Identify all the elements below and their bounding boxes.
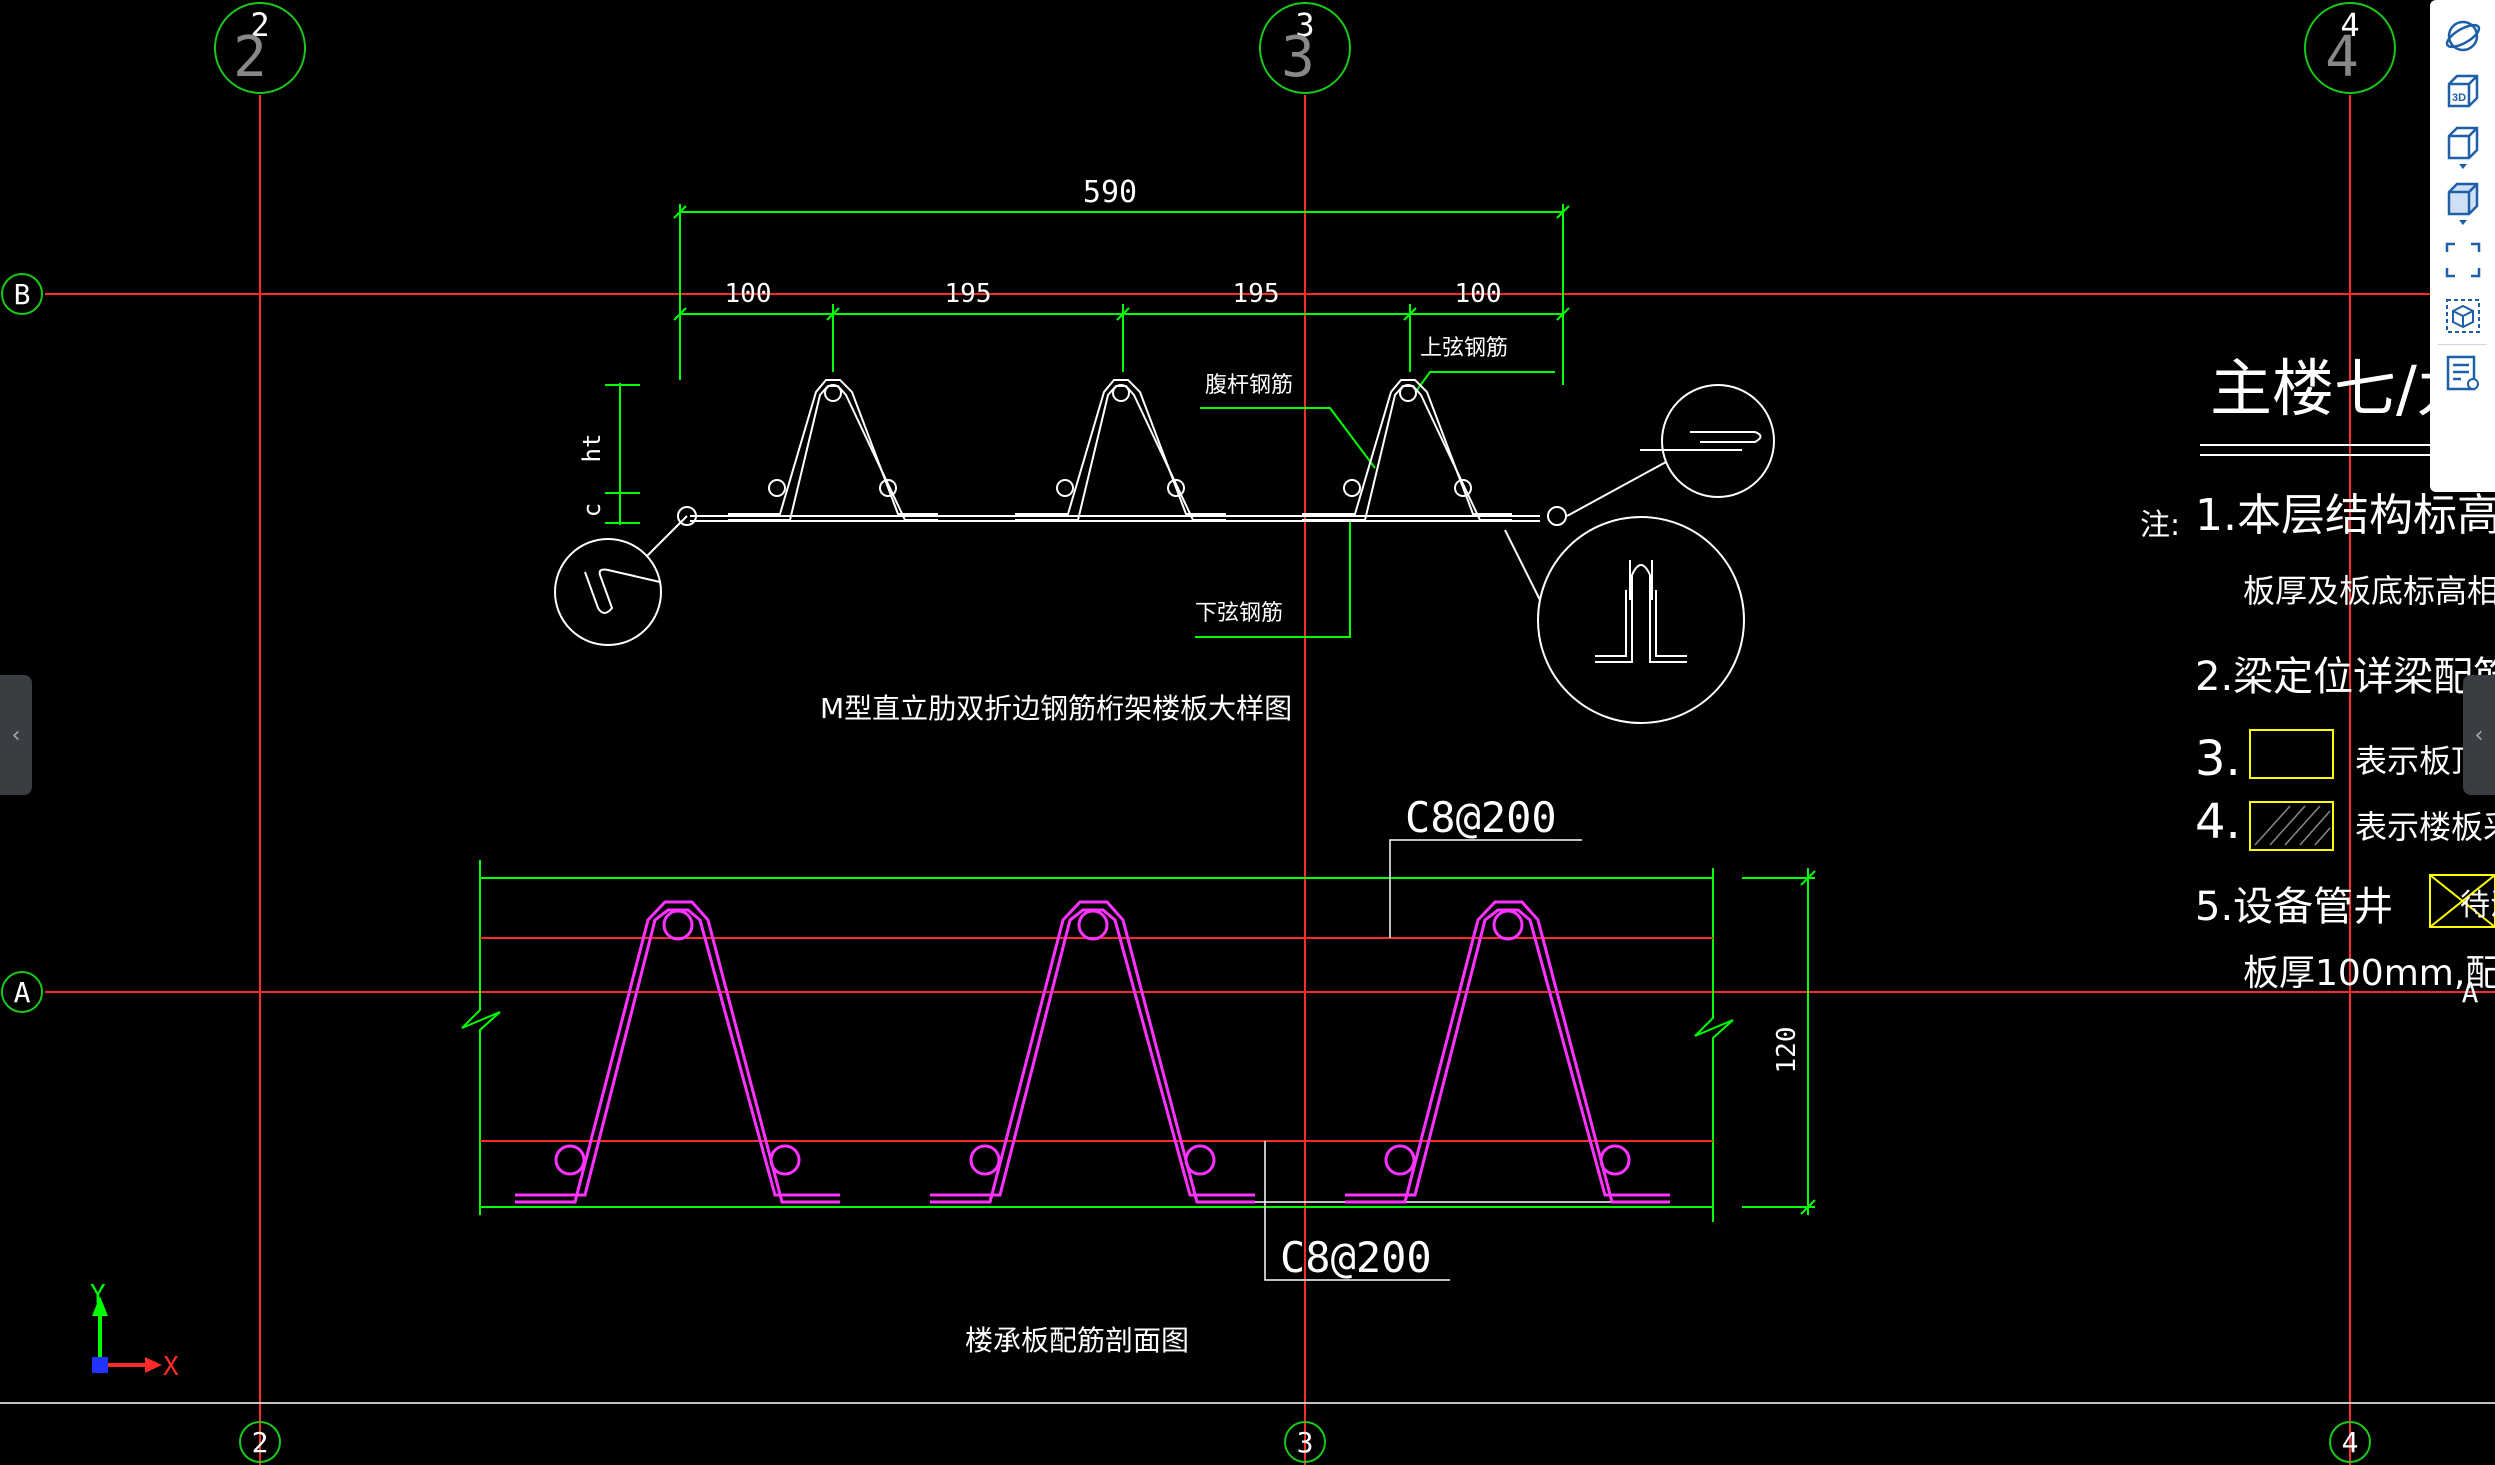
dim-2: 195 bbox=[945, 279, 992, 309]
toolbar-separator bbox=[2438, 344, 2487, 345]
cube-solid-icon bbox=[2447, 182, 2478, 225]
axis-label-2-bottom: 2 bbox=[252, 1426, 269, 1459]
hatch-pattern bbox=[2254, 805, 2331, 846]
note-4-text: 表示楼板采用钢 bbox=[2355, 808, 2495, 846]
height-dim: 120 bbox=[1772, 1027, 1802, 1074]
top-rebar-label: C8@200 bbox=[1405, 793, 1557, 842]
cube-solid-button[interactable] bbox=[2430, 176, 2495, 232]
axis-label-3-large: 3 bbox=[1281, 25, 1315, 90]
view-3d-label: 3D bbox=[2452, 92, 2466, 104]
orbit-button[interactable] bbox=[2430, 8, 2495, 64]
bottom-rebar-label: C8@200 bbox=[1280, 1233, 1432, 1282]
note-3-num: 3. bbox=[2195, 731, 2241, 787]
section-title: 楼承板配筋剖面图 bbox=[965, 1324, 1189, 1357]
chevron-left-icon: ‹ bbox=[2474, 722, 2484, 748]
axis-label-4-small: 4 bbox=[2340, 6, 2359, 44]
chevron-left-icon: ‹ bbox=[11, 722, 21, 748]
axis-label-a-right: A bbox=[2462, 976, 2479, 1009]
dim-total: 590 bbox=[1083, 175, 1137, 210]
axis-label-4-large: 4 bbox=[2325, 25, 2359, 90]
note-5b: 板厚100mm,配筋为双层 bbox=[2243, 953, 2495, 994]
ucs-y: Y bbox=[90, 1280, 106, 1310]
axis-label-3-small: 3 bbox=[1295, 6, 1314, 44]
note-2: 2.梁定位详梁配筋图。 bbox=[2195, 654, 2495, 700]
detail-labels: 上弦钢筋 腹杆钢筋 下弦钢筋 M型直立肋双折边钢筋桁架楼板大样图 bbox=[820, 336, 1508, 725]
detail-dimensions bbox=[605, 204, 1570, 638]
detail-truss bbox=[554, 379, 1775, 724]
fullscreen-icon bbox=[2445, 242, 2480, 278]
label-upper-chord: 上弦钢筋 bbox=[1420, 336, 1508, 361]
section-text: C8@200 C8@200 120 bbox=[1280, 793, 1802, 1282]
axis-bubble-labels: 2 2 3 3 4 4 B A A 2 3 4 bbox=[14, 6, 2479, 1459]
orbit-icon bbox=[2445, 20, 2480, 52]
axis-label-2-small: 2 bbox=[250, 6, 269, 44]
axis-label-4-bottom: 4 bbox=[2342, 1426, 2359, 1459]
cube-view-icon bbox=[2447, 126, 2478, 169]
model-button[interactable] bbox=[2430, 288, 2495, 344]
dim-1: 100 bbox=[725, 279, 772, 309]
axis-lines bbox=[45, 95, 2495, 1465]
axis-bubbles bbox=[1, 2, 2396, 1463]
section-outline bbox=[461, 860, 1816, 1222]
legend-hatch-lines bbox=[2249, 801, 2334, 851]
section-leaders bbox=[1200, 839, 1613, 1281]
note-5: 5.设备管井 bbox=[2195, 884, 2393, 930]
notes-prefix: 注: bbox=[2140, 508, 2180, 543]
right-panel-toggle[interactable]: ‹ bbox=[2463, 675, 2495, 795]
axis-label-b: B bbox=[14, 278, 31, 311]
label-web-bar: 腹杆钢筋 bbox=[1205, 373, 1293, 398]
legend-hatch-dots bbox=[2249, 729, 2334, 779]
note-4-num: 4. bbox=[2195, 794, 2241, 850]
truss-deck-detail: 590 100 195 195 100 ht c 上弦钢筋 腹杆钢筋 下弦钢筋 … bbox=[554, 175, 1775, 725]
section-trusses bbox=[515, 900, 1670, 1204]
dim-ht: ht bbox=[578, 434, 606, 463]
note-5-text: 待浇 bbox=[2460, 888, 2495, 923]
dim-3: 195 bbox=[1233, 279, 1280, 309]
properties-button[interactable] bbox=[2430, 345, 2495, 401]
axis-label-3-bottom: 3 bbox=[1297, 1426, 1314, 1459]
model-icon bbox=[2445, 299, 2480, 333]
ucs-icon: Y X bbox=[90, 1280, 179, 1382]
legend-shaft bbox=[2429, 874, 2495, 928]
axis-label-2-large: 2 bbox=[233, 25, 267, 90]
view-3d-icon: 3D bbox=[2447, 74, 2478, 108]
properties-icon bbox=[2446, 355, 2479, 391]
label-lower-chord: 下弦钢筋 bbox=[1195, 601, 1283, 626]
deck-section: C8@200 C8@200 120 楼承板配筋剖面图 bbox=[461, 793, 1816, 1357]
left-panel-toggle[interactable]: ‹ bbox=[0, 675, 32, 795]
detail-title: M型直立肋双折边钢筋桁架楼板大样图 bbox=[820, 692, 1292, 725]
ucs-x: X bbox=[163, 1352, 179, 1382]
view-3d-button[interactable]: 3D bbox=[2430, 64, 2495, 120]
note-1b: 板厚及板底标高相同的相邻板块 bbox=[2243, 572, 2495, 610]
cube-view-button[interactable] bbox=[2430, 120, 2495, 176]
dim-c: c bbox=[578, 503, 606, 517]
dim-4: 100 bbox=[1455, 279, 1502, 309]
section-rebar-lines bbox=[480, 937, 1713, 1142]
axis-label-a: A bbox=[14, 976, 31, 1009]
note-1: 1.本层结构标高27.950/ bbox=[2195, 490, 2495, 541]
view-toolbar: 3D bbox=[2430, 0, 2495, 492]
detail-dim-text: 590 100 195 195 100 ht c bbox=[578, 175, 1501, 517]
fullscreen-button[interactable] bbox=[2430, 232, 2495, 288]
